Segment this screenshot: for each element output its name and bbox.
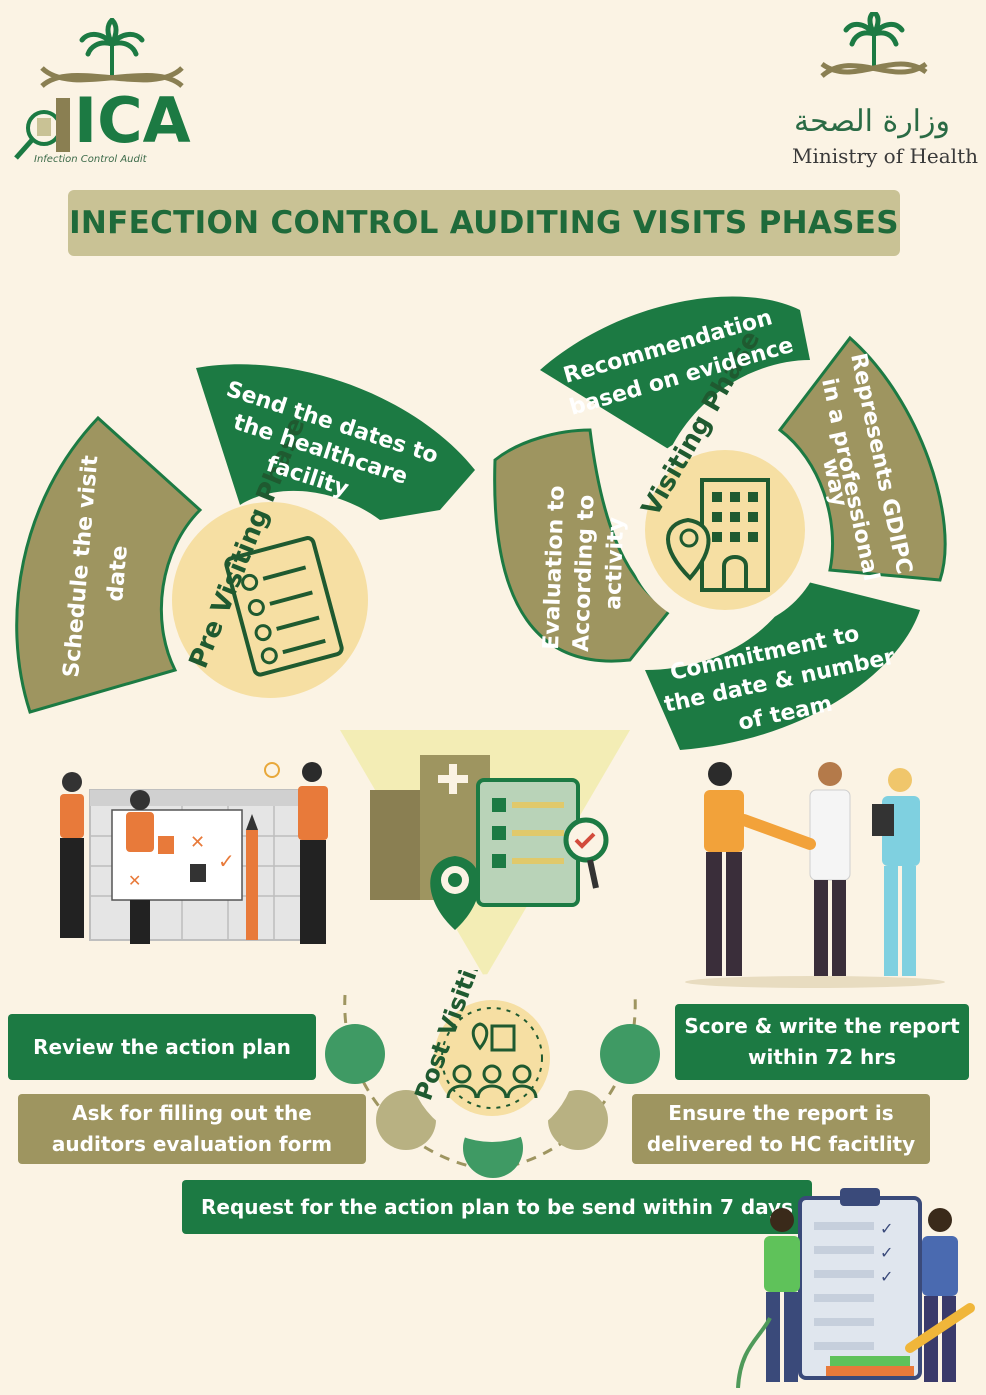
team-icon <box>446 1022 538 1099</box>
post-node-review <box>325 1024 385 1084</box>
visit-left-line3: activity <box>601 517 629 611</box>
pre-step1-line2: date <box>103 545 133 603</box>
svg-text:✓: ✓ <box>880 1267 893 1286</box>
ica-logo-text: ICA <box>74 84 191 157</box>
building-icon <box>700 478 770 592</box>
checklist-team-illustration: ✓ ✓ ✓ <box>736 1188 975 1388</box>
pre-visiting-phase-diagram: Pre Visiting Phase Schedule the visit da… <box>15 364 475 714</box>
plant-icon <box>736 1317 772 1388</box>
moh-logo: وزارة الصحة Ministry of Health <box>780 12 980 172</box>
svg-text:✓: ✓ <box>880 1219 893 1238</box>
checklist-icon <box>224 536 344 677</box>
pre-step-schedule-shape <box>15 415 203 714</box>
post-ensure-line2: delivered to HC facitlity <box>646 1132 916 1156</box>
post-visiting-phase-diagram: Post Visiting Phase <box>325 970 660 1178</box>
big-pencil-icon <box>905 1303 975 1353</box>
title-banner: INFECTION CONTROL AUDITING VISITS PHASES <box>68 190 900 256</box>
location-pin-icon <box>666 517 711 581</box>
moh-emblem-icon <box>820 12 928 78</box>
clipboard-held-icon <box>872 804 894 836</box>
post-ask-line2: auditors evaluation form <box>51 1132 333 1156</box>
pencil-icon <box>246 830 258 940</box>
post-score-line1: Score & write the report <box>684 1014 960 1038</box>
post-node-ask <box>376 1090 436 1150</box>
visit-left-line2: According to <box>569 494 599 652</box>
ica-logo-emblem-icon <box>14 17 184 160</box>
post-request-box: Request for the action plan to be send w… <box>182 1180 812 1234</box>
moh-arabic-name: وزارة الصحة <box>794 104 950 139</box>
post-review-box: Review the action plan <box>8 1014 316 1080</box>
ica-logo-subtitle: Infection Control Audit <box>34 154 147 165</box>
post-ask-line1: Ask for filling out the <box>72 1101 312 1125</box>
svg-text:✓: ✓ <box>880 1243 893 1262</box>
svg-text:✕: ✕ <box>128 871 141 890</box>
lightbulb-icon <box>264 762 280 778</box>
visiting-phase-diagram: Visiting Phase Recommendation based on e… <box>493 296 947 750</box>
moh-english-name: Ministry of Health <box>792 144 978 168</box>
visit-step-commitment-shape <box>645 580 920 750</box>
audit-clipboard-illustration <box>340 730 630 978</box>
post-score-box: Score & write the report within 72 hrs <box>675 1004 969 1080</box>
post-ensure-line1: Ensure the report is <box>668 1101 894 1125</box>
team-planning-illustration: ✕ ✕ ✓ <box>60 762 328 944</box>
visit-step-evaluation-shape <box>493 428 673 663</box>
post-node-ensure <box>548 1090 608 1150</box>
post-score-line2: within 72 hrs <box>748 1045 896 1069</box>
visit-left-line1: Evaluation to <box>539 485 570 650</box>
handshake-illustration <box>685 762 945 988</box>
visit-step-recommendation-shape <box>540 296 810 450</box>
page-title: INFECTION CONTROL AUDITING VISITS PHASES <box>69 205 899 241</box>
visit-step-represents-shape <box>777 335 947 582</box>
cross-mark-icon: ✕ <box>190 832 205 853</box>
checkmark-icon: ✓ <box>218 849 235 873</box>
ica-logo: ICA Infection Control Audit <box>12 17 232 168</box>
pre-step-send-shape <box>196 364 475 520</box>
post-ask-box: Ask for filling out the auditors evaluat… <box>18 1094 366 1164</box>
post-node-score <box>600 1024 660 1084</box>
post-ensure-box: Ensure the report is delivered to HC fac… <box>632 1094 930 1164</box>
